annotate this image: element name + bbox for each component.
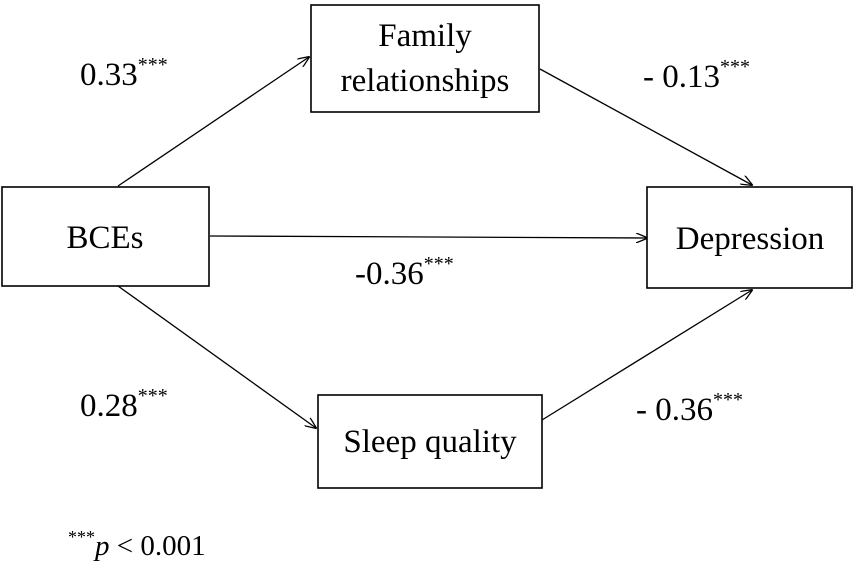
coef-sig: *** xyxy=(713,389,743,411)
node-sleep-quality: Sleep quality xyxy=(317,394,543,489)
coef-value: - 0.13 xyxy=(643,59,720,95)
coef-sleep-to-depression: - 0.36*** xyxy=(636,389,743,428)
edge-bces-to-depression xyxy=(209,236,647,238)
note-text: < 0.001 xyxy=(110,530,206,562)
edge-bces-to-family xyxy=(117,57,309,187)
edge-sleep-to-depression xyxy=(541,290,752,421)
note-sig: *** xyxy=(68,527,95,547)
coef-value: 0.28 xyxy=(80,388,138,424)
coef-sig: *** xyxy=(138,54,168,76)
coef-bces-to-depression: -0.36*** xyxy=(355,253,454,292)
edge-family-to-depression xyxy=(539,68,752,185)
note-p-symbol: p xyxy=(93,530,110,562)
coef-sig: *** xyxy=(720,56,750,78)
coef-value: -0.36 xyxy=(355,256,424,292)
coef-sig: *** xyxy=(138,385,168,407)
coef-family-to-depression: - 0.13*** xyxy=(643,56,750,95)
coef-sig: *** xyxy=(424,253,454,275)
coef-bces-to-sleep: 0.28*** xyxy=(80,385,168,424)
edge-bces-to-sleep xyxy=(117,285,316,428)
coef-value: - 0.36 xyxy=(636,392,713,428)
significance-note: ***p < 0.001 xyxy=(68,527,206,562)
node-sleep-label: Sleep quality xyxy=(343,424,517,460)
node-family-relationships: Family relationships xyxy=(310,4,540,113)
coef-value: 0.33 xyxy=(80,57,138,93)
node-bces-label: BCEs xyxy=(66,220,143,256)
node-depression: Depression xyxy=(646,186,853,289)
node-depression-label: Depression xyxy=(676,221,824,257)
coef-bces-to-family: 0.33*** xyxy=(80,54,168,93)
node-family-label-line1: Family xyxy=(378,18,472,54)
node-bces: BCEs xyxy=(1,186,210,287)
node-family-label-line2: relationships xyxy=(341,63,510,99)
